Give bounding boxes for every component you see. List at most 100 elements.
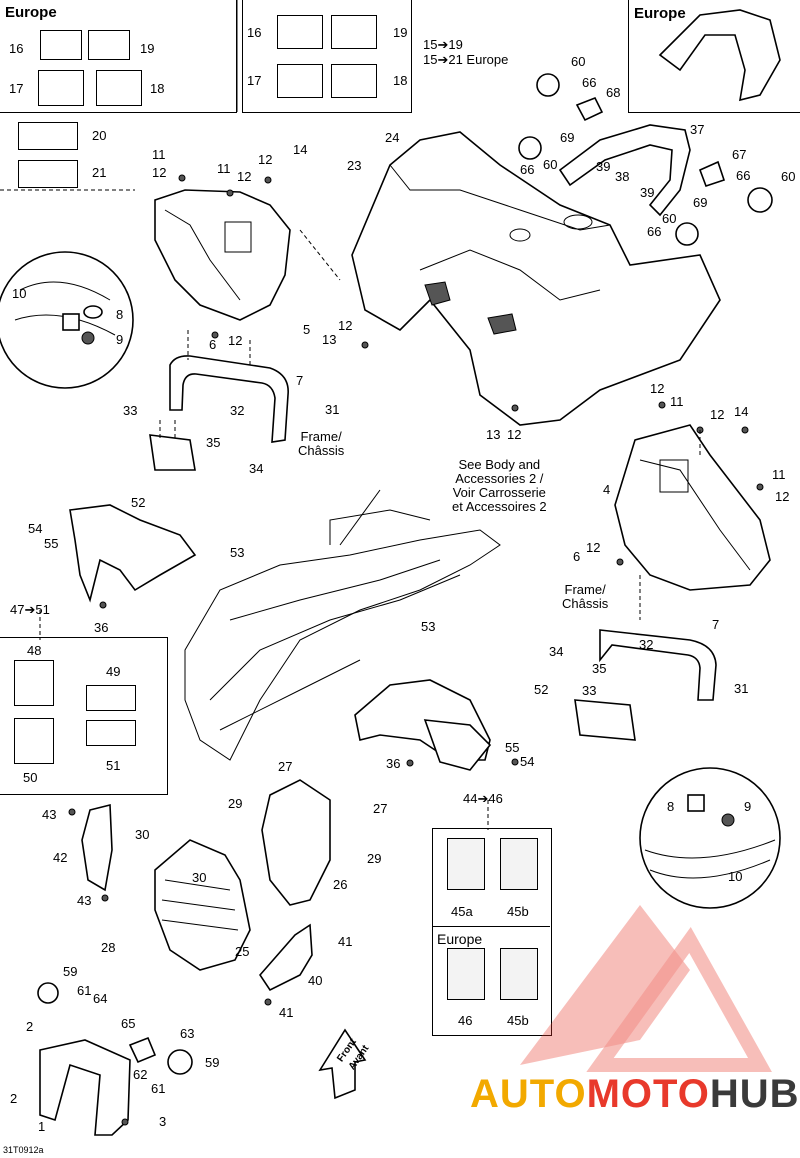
callout-27: 27: [373, 801, 388, 816]
callout-67: 67: [732, 147, 747, 162]
callout-33: 33: [123, 403, 138, 418]
callout-26: 26: [333, 877, 348, 892]
callout-69: 69: [560, 130, 575, 145]
callout-19: 19: [140, 41, 155, 56]
callout-12: 12: [338, 318, 353, 333]
callout-40: 40: [308, 973, 323, 988]
callout-12: 12: [507, 427, 522, 442]
callout-53: 53: [230, 545, 245, 560]
callout-20: 20: [92, 128, 107, 143]
callout-66: 66: [582, 75, 597, 90]
callout-12: 12: [710, 407, 725, 422]
callout-61: 61: [77, 983, 92, 998]
callout-6: 6: [573, 549, 581, 564]
fender-right-decal-box: [432, 828, 552, 1036]
callout-48: 48: [27, 643, 42, 658]
decal-16: [40, 30, 82, 60]
callout-59: 59: [205, 1055, 220, 1070]
callout-54: 54: [520, 754, 535, 769]
callout-30: 30: [135, 827, 150, 842]
callout-49: 49: [106, 664, 121, 679]
callout-60: 60: [571, 54, 586, 69]
decal-46: [447, 948, 485, 1000]
callout-54: 54: [28, 521, 43, 536]
callout-66: 66: [736, 168, 751, 183]
callout-16: 16: [247, 25, 262, 40]
callout-60: 60: [543, 157, 558, 172]
frame-note-left: Frame/ Châssis: [298, 429, 345, 458]
callout-66: 66: [520, 162, 535, 177]
callout-11: 11: [772, 467, 786, 482]
decal-49: [86, 685, 136, 711]
callout-6: 6: [209, 337, 217, 352]
callout-12: 12: [650, 381, 665, 396]
callout-17: 17: [247, 73, 262, 88]
callout-51: 51: [106, 758, 121, 773]
callout-13: 13: [322, 332, 337, 347]
callout-45a: 45a: [451, 904, 473, 919]
callout-2: 2: [10, 1091, 18, 1106]
callout-14: 14: [293, 142, 308, 157]
callout-7: 7: [712, 617, 720, 632]
callout-60: 60: [781, 169, 796, 184]
callout-29: 29: [228, 796, 243, 811]
callout-61: 61: [151, 1081, 166, 1096]
callout-3: 3: [159, 1114, 167, 1129]
callout-8: 8: [667, 799, 675, 814]
callout-2: 2: [26, 1019, 34, 1034]
callout-12: 12: [237, 169, 252, 184]
callout-45b: 45b: [507, 904, 529, 919]
callout-34: 34: [549, 644, 564, 659]
callout-68: 68: [606, 85, 621, 100]
callout-41: 41: [338, 934, 353, 949]
callout-11: 11: [670, 394, 684, 409]
callout-5: 5: [303, 322, 311, 337]
decal-18b: [331, 64, 377, 98]
callout-35: 35: [592, 661, 607, 676]
callout-37: 37: [690, 122, 705, 137]
callout-41: 41: [279, 1005, 294, 1020]
decal-45b-europe: [500, 948, 538, 1000]
callout-66: 66: [647, 224, 662, 239]
callout-19: 19: [393, 25, 408, 40]
callout-13: 13: [486, 427, 501, 442]
callout-7: 7: [296, 373, 304, 388]
decal-19b: [331, 15, 377, 49]
europe-label-top-left: Europe: [5, 4, 57, 21]
see-body-note: See Body and Accessories 2 / Voir Carros…: [452, 457, 547, 514]
callout-28: 28: [101, 940, 116, 955]
callout-4: 4: [603, 482, 611, 497]
callout-9: 9: [744, 799, 752, 814]
decal-21: [18, 160, 78, 188]
callout-12: 12: [775, 489, 790, 504]
callout-12: 12: [258, 152, 273, 167]
callout-14: 14: [734, 404, 749, 419]
watermark-hub: HUB: [709, 1072, 800, 1116]
europe-label-top-right: Europe: [634, 5, 686, 22]
decal-16b: [277, 15, 323, 49]
callout-21: 21: [92, 165, 107, 180]
decal-50: [14, 718, 54, 764]
watermark-text: AUTOMOTOHUB: [470, 1072, 800, 1116]
callout-55: 55: [44, 536, 59, 551]
callout-32: 32: [639, 637, 654, 652]
callout-64: 64: [93, 991, 108, 1006]
callout-8: 8: [116, 307, 124, 322]
decal-45b: [500, 838, 538, 890]
callout-55: 55: [505, 740, 520, 755]
callout-10: 10: [728, 869, 743, 884]
decal-51: [86, 720, 136, 746]
callout-36: 36: [386, 756, 401, 771]
decal-box-top-center: [242, 0, 412, 113]
decal-45a: [447, 838, 485, 890]
callout-35: 35: [206, 435, 221, 450]
callout-65: 65: [121, 1016, 136, 1031]
callout-12: 12: [152, 165, 167, 180]
decal-17: [38, 70, 84, 106]
callout-33: 33: [582, 683, 597, 698]
callout-45b: 45b: [507, 1013, 529, 1028]
europe-label-bottom: Europe: [437, 931, 483, 947]
callout-23: 23: [347, 158, 362, 173]
